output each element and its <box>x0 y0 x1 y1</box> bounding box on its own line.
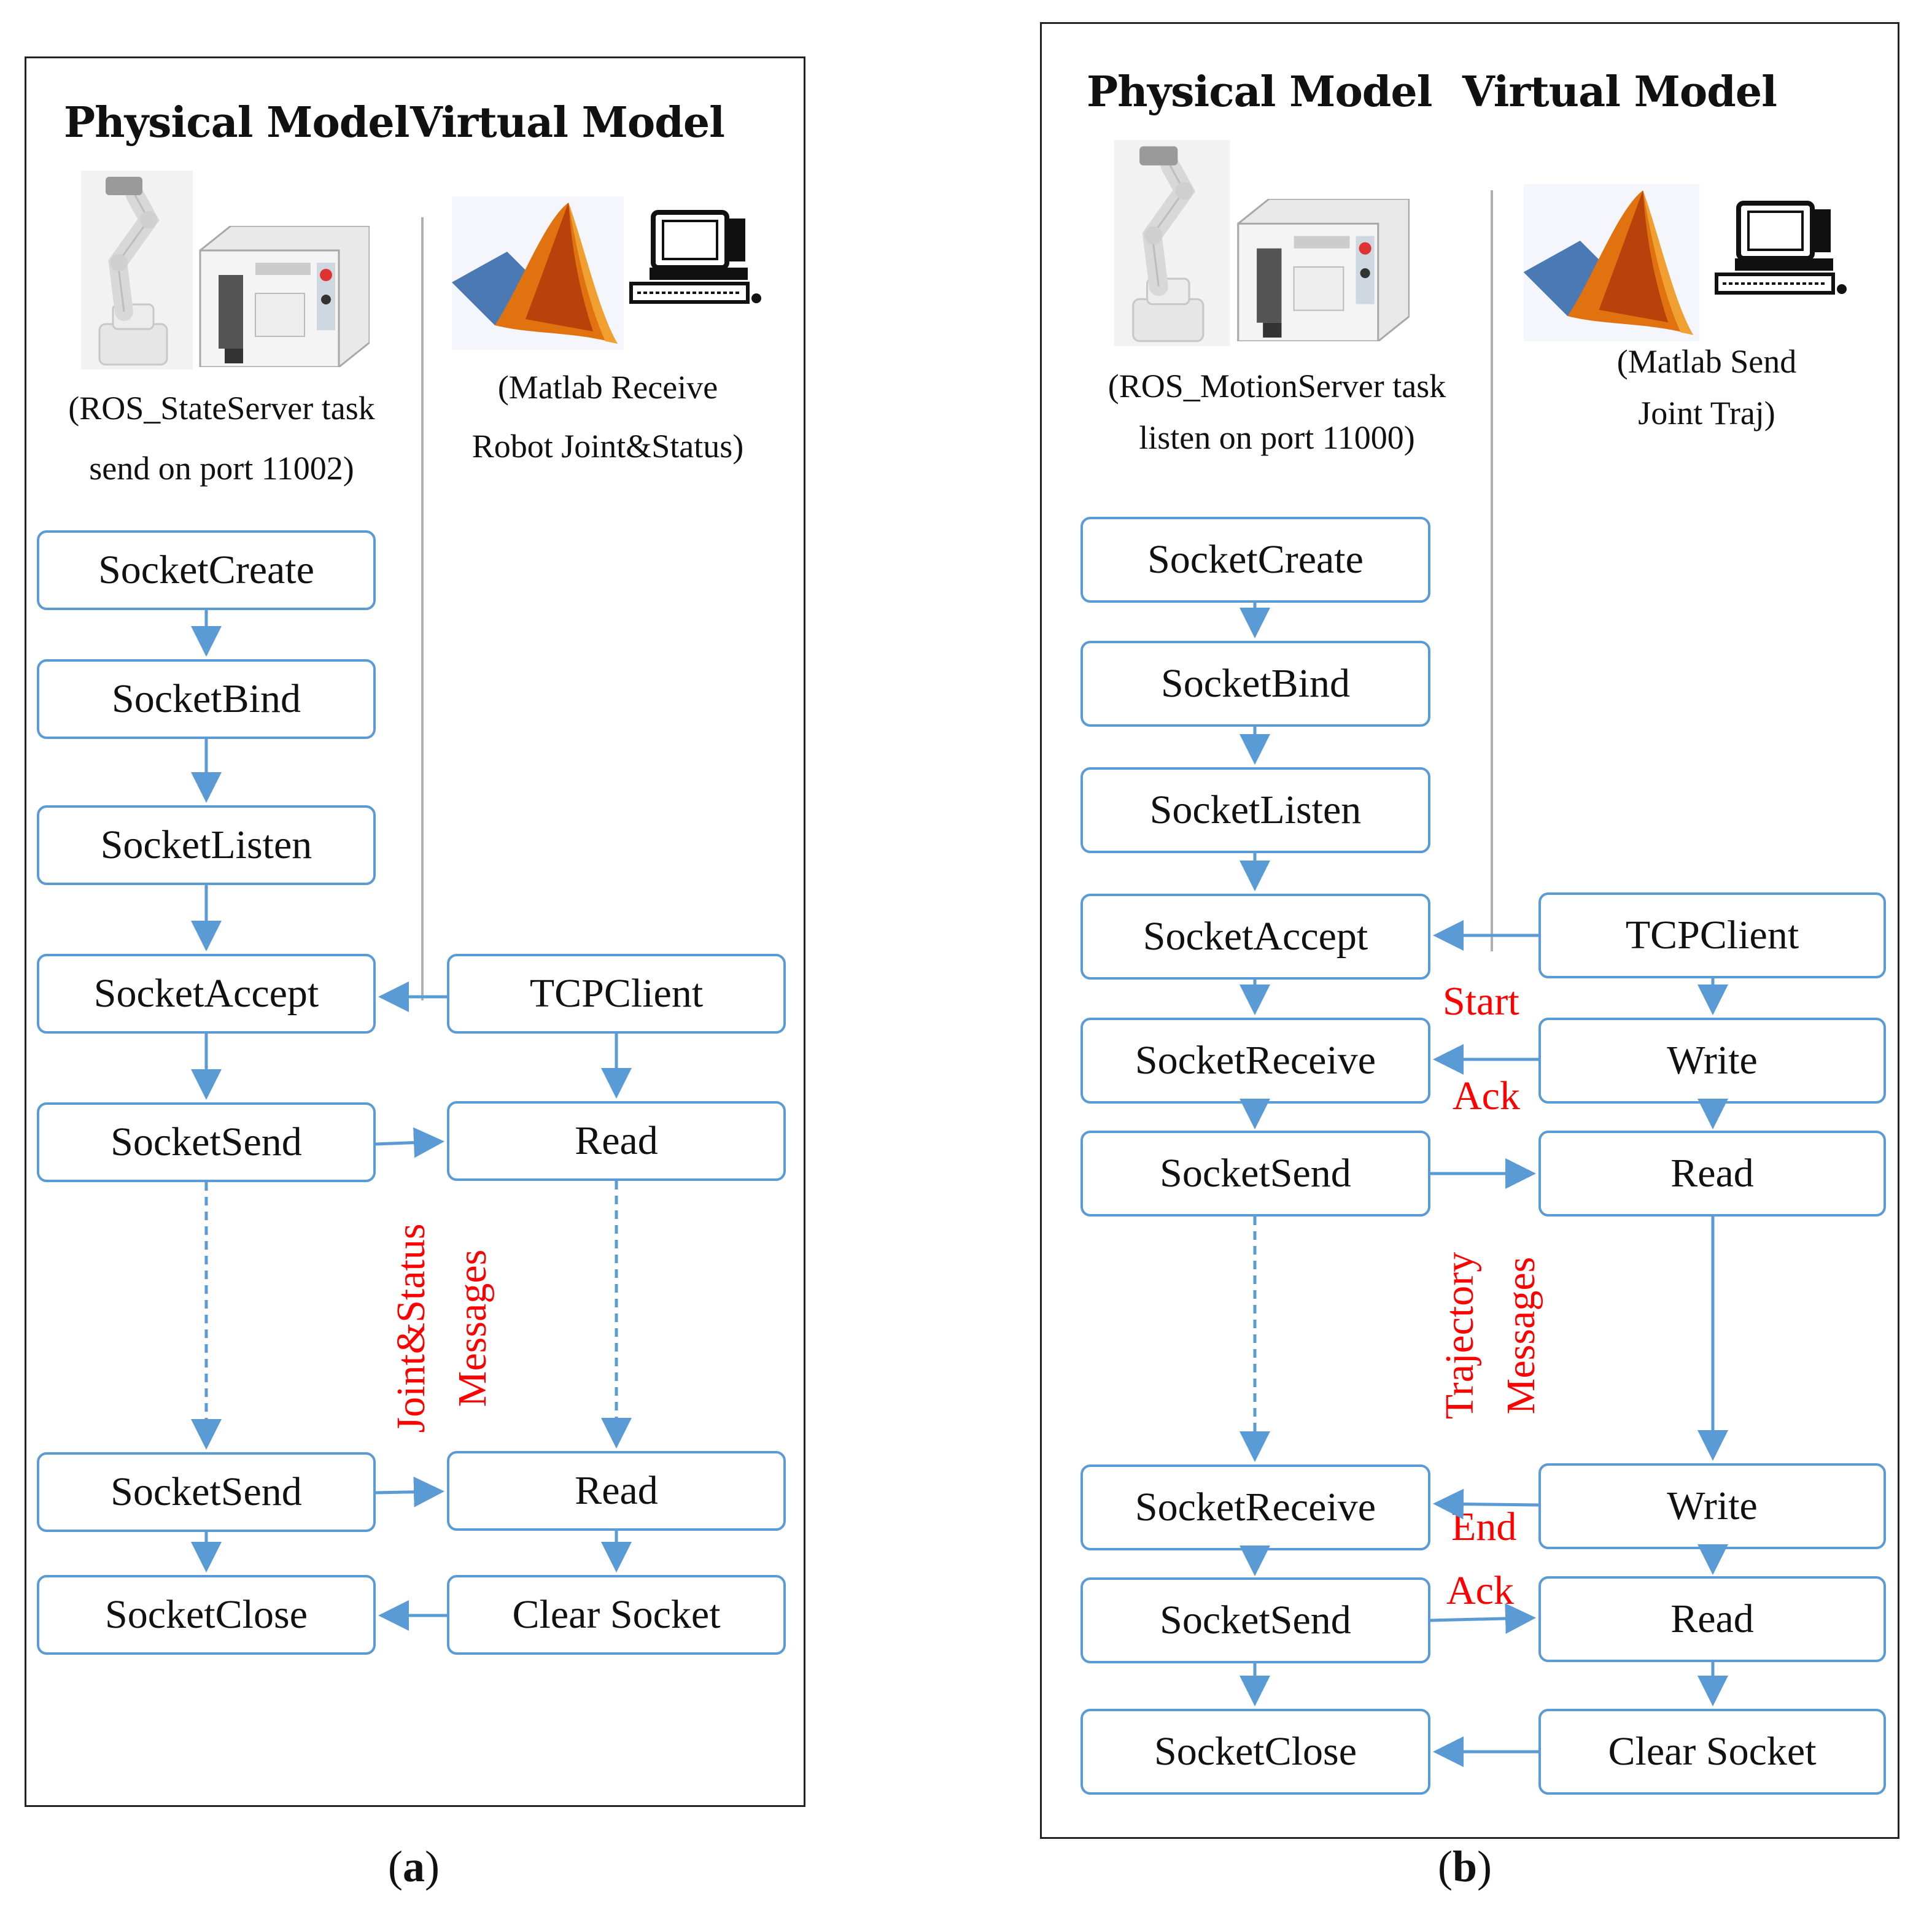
panel-a-socket-accept: SocketAccept <box>37 954 376 1034</box>
panel-a-clear-socket: Clear Socket <box>447 1575 786 1655</box>
panel-a-arrow-send-read-1 <box>375 1127 444 1158</box>
panel-b-socket-send-1: SocketSend <box>1080 1131 1430 1217</box>
panel-b-physical-header: Physical Model <box>1087 68 1432 117</box>
robot-arm-icon <box>1114 140 1230 346</box>
panel-a-label: (a) <box>388 1842 440 1891</box>
panel-a-virtual-caption-line-1: (Matlab Receive <box>497 369 718 406</box>
panel-a-physical-header: Physical Model <box>64 98 409 147</box>
panel-b-socket-accept: SocketAccept <box>1080 894 1430 980</box>
robot-arm-icon <box>81 171 193 369</box>
panel-b-socket-create: SocketCreate <box>1080 517 1430 603</box>
panel-b-read-1: Read <box>1538 1131 1886 1217</box>
panel-b-start-label: Start <box>1443 979 1519 1024</box>
panel-b-physical-caption-line-2: listen on port 11000) <box>1139 419 1415 456</box>
controller-cabinet-icon <box>199 226 370 367</box>
panel-b-socket-close: SocketClose <box>1080 1709 1430 1795</box>
panel-a-socket-send-2: SocketSend <box>37 1452 376 1532</box>
panel-a-socket-send-1: SocketSend <box>37 1102 376 1182</box>
panel-a-read-1: Read <box>447 1101 786 1181</box>
panel-a-physical-caption-line-2: send on port 11002) <box>89 450 354 487</box>
panel-a-tcp-client: TCPClient <box>447 954 786 1034</box>
panel-a-read-2: Read <box>447 1451 786 1531</box>
panel-a-physical-caption-line-1: (ROS_StateServer task <box>68 390 375 427</box>
panel-b-socket-bind: SocketBind <box>1080 641 1430 727</box>
panel-b-physical-caption-line-1: (ROS_MotionServer task <box>1108 368 1446 404</box>
controller-cabinet-icon <box>1237 199 1410 341</box>
panel-b-ack-label-2: Ack <box>1446 1568 1514 1613</box>
panel-a-virtual-caption-line-2: Robot Joint&Status) <box>471 428 744 465</box>
panel-a-arrow-send-read-2 <box>375 1476 444 1507</box>
panel-b-tcp-client: TCPClient <box>1538 892 1886 978</box>
panel-b-socket-listen: SocketListen <box>1080 767 1430 853</box>
panel-b-socket-receive-2: SocketReceive <box>1080 1464 1430 1550</box>
panel-a-socket-create: SocketCreate <box>37 530 376 610</box>
panel-a-socket-bind: SocketBind <box>37 659 376 739</box>
panel-a-virtual-header: Virtual Model <box>410 98 725 147</box>
panel-b-label: (b) <box>1438 1842 1492 1891</box>
panel-b-ack-label-1: Ack <box>1453 1074 1520 1118</box>
matlab-logo-icon <box>452 196 624 350</box>
panel-b-socket-send-2: SocketSend <box>1080 1577 1430 1663</box>
panel-b-write-1: Write <box>1538 1018 1886 1104</box>
panel-b-arrow-send-read-2 <box>1430 1603 1536 1634</box>
panel-b-virtual-caption-line-2: Joint Traj) <box>1638 395 1775 431</box>
panel-b-virtual-caption-line-1: (Matlab Send <box>1616 343 1797 380</box>
matlab-logo-icon <box>1523 184 1700 341</box>
computer-icon <box>629 210 761 304</box>
panel-b-arrow-write-receive-2 <box>1433 1488 1539 1520</box>
computer-icon <box>1715 201 1847 295</box>
panel-b-virtual-header: Virtual Model <box>1462 68 1777 117</box>
panel-b-read-2: Read <box>1538 1576 1886 1662</box>
panel-b-clear-socket: Clear Socket <box>1538 1709 1886 1795</box>
panel-a-socket-close: SocketClose <box>37 1575 376 1655</box>
panel-a-socket-listen: SocketListen <box>37 805 376 885</box>
